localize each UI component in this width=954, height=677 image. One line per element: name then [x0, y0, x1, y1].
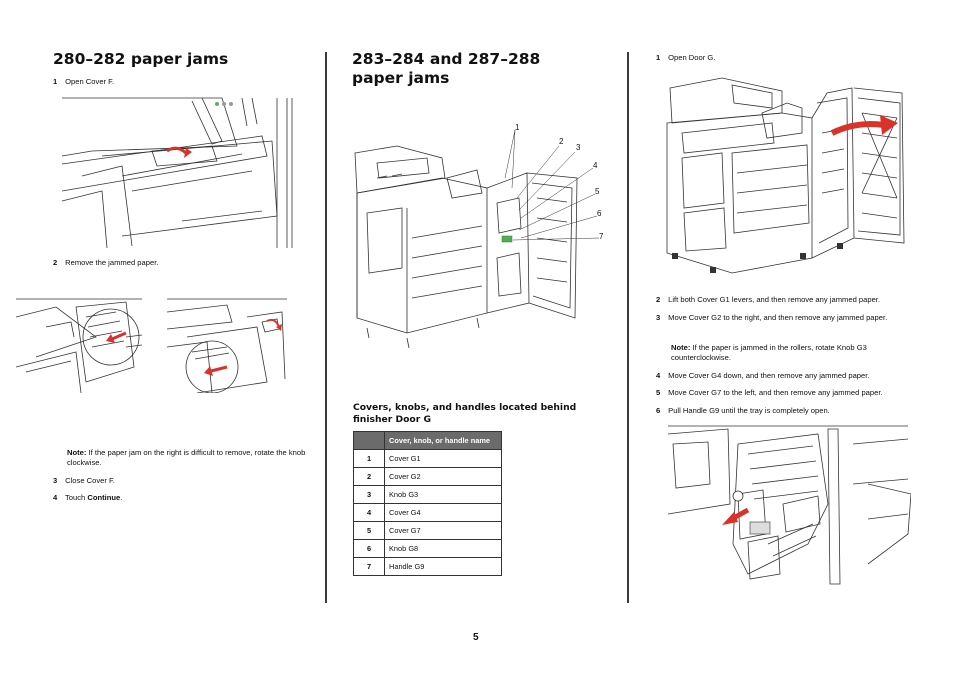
- step-3: 3 Close Cover F.: [53, 476, 115, 486]
- section-title-280-282: 280–282 paper jams: [53, 50, 229, 68]
- callout-3: 3: [576, 143, 581, 152]
- callout-7: 7: [599, 232, 604, 241]
- step-5-move-cover-g7: 5 Move Cover G7 to the left, and then re…: [656, 388, 916, 398]
- step-number: 4: [53, 493, 58, 502]
- row-name: Handle G9: [384, 557, 502, 576]
- figure-open-door-g: [662, 73, 910, 278]
- step-6-pull-handle-g9: 6 Pull Handle G9 until the tray is compl…: [656, 406, 916, 416]
- step-1-door-g: 1 Open Door G.: [656, 53, 715, 63]
- step-number: 6: [656, 406, 661, 415]
- step-number: 2: [656, 295, 661, 304]
- header-name-cell: Cover, knob, or handle name: [384, 431, 502, 450]
- step-text: Close Cover F.: [65, 476, 115, 485]
- step-3-move-cover-g2: 3 Move Cover G2 to the right, and then r…: [656, 313, 906, 323]
- row-name: Cover G7: [384, 521, 502, 540]
- step-text-end: .: [120, 493, 123, 502]
- row-name: Knob G3: [384, 485, 502, 504]
- column-divider-1: [325, 52, 327, 603]
- continue-label: Continue: [87, 493, 121, 502]
- figure-pull-handle-g9: [668, 424, 911, 587]
- callout-1: 1: [515, 123, 520, 132]
- note-label: Note:: [67, 448, 87, 457]
- step-text: Touch: [64, 493, 88, 502]
- row-number: 1: [353, 449, 385, 468]
- note-knob-g3: Note: If the paper is jammed in the roll…: [671, 343, 906, 363]
- table-heading: Covers, knobs, and handles located behin…: [353, 402, 577, 425]
- step-text: Move Cover G7 to the left, and then remo…: [668, 388, 883, 397]
- step-number: 2: [53, 258, 58, 267]
- callout-6: 6: [597, 209, 602, 218]
- section-title-283-288: 283–284 and 287–288 paper jams: [352, 50, 541, 87]
- row-number: 2: [353, 467, 385, 486]
- row-number: 6: [353, 539, 385, 558]
- note-text: If the paper is jammed in the rollers, r…: [671, 343, 867, 362]
- figure-finisher-door-g: 1 2 3 4 5 6 7: [347, 118, 609, 362]
- step-text: Remove the jammed paper.: [65, 258, 159, 267]
- step-2-lift-levers: 2 Lift both Cover G1 levers, and then re…: [656, 295, 916, 305]
- row-name: Knob G8: [384, 539, 502, 558]
- step-text: Open Door G.: [668, 53, 716, 62]
- callout-4: 4: [593, 161, 598, 170]
- row-name: Cover G2: [384, 467, 502, 486]
- figure-remove-paper-left: [16, 297, 142, 393]
- step-text: Open Cover F.: [65, 77, 115, 86]
- column-divider-2: [627, 52, 629, 603]
- callout-5: 5: [595, 187, 600, 196]
- row-name: Cover G4: [384, 503, 502, 522]
- step-4: 4 Touch Continue.: [53, 493, 122, 503]
- step-number: 3: [656, 313, 661, 322]
- step-number: 4: [656, 371, 661, 380]
- step-1: 1 Open Cover F.: [53, 77, 114, 87]
- step-number: 5: [656, 388, 661, 397]
- page-number: 5: [473, 632, 479, 643]
- table-header-row: Cover, knob, or handle name: [353, 431, 502, 450]
- step-4-move-cover-g4: 4 Move Cover G4 down, and then remove an…: [656, 371, 916, 381]
- step-text: Move Cover G2 to the right, and then rem…: [668, 313, 888, 322]
- note-knob: Note: If the paper jam on the right is d…: [67, 448, 307, 468]
- note-label: Note:: [671, 343, 691, 352]
- row-name: Cover G1: [384, 449, 502, 468]
- row-number: 4: [353, 503, 385, 522]
- header-number-cell: [353, 431, 385, 450]
- step-text: Pull Handle G9 until the tray is complet…: [668, 406, 830, 415]
- figure-remove-paper-right: [167, 297, 287, 393]
- figure-open-cover-f: [62, 96, 304, 248]
- callout-2: 2: [559, 137, 564, 146]
- step-number: 3: [53, 476, 58, 485]
- step-text: Lift both Cover G1 levers, and then remo…: [668, 295, 881, 304]
- row-number: 7: [353, 557, 385, 576]
- row-number: 3: [353, 485, 385, 504]
- step-2: 2 Remove the jammed paper.: [53, 258, 158, 268]
- note-text: If the paper jam on the right is difficu…: [67, 448, 306, 467]
- step-number: 1: [656, 53, 661, 62]
- row-number: 5: [353, 521, 385, 540]
- step-text: Move Cover G4 down, and then remove any …: [668, 371, 870, 380]
- step-number: 1: [53, 77, 58, 86]
